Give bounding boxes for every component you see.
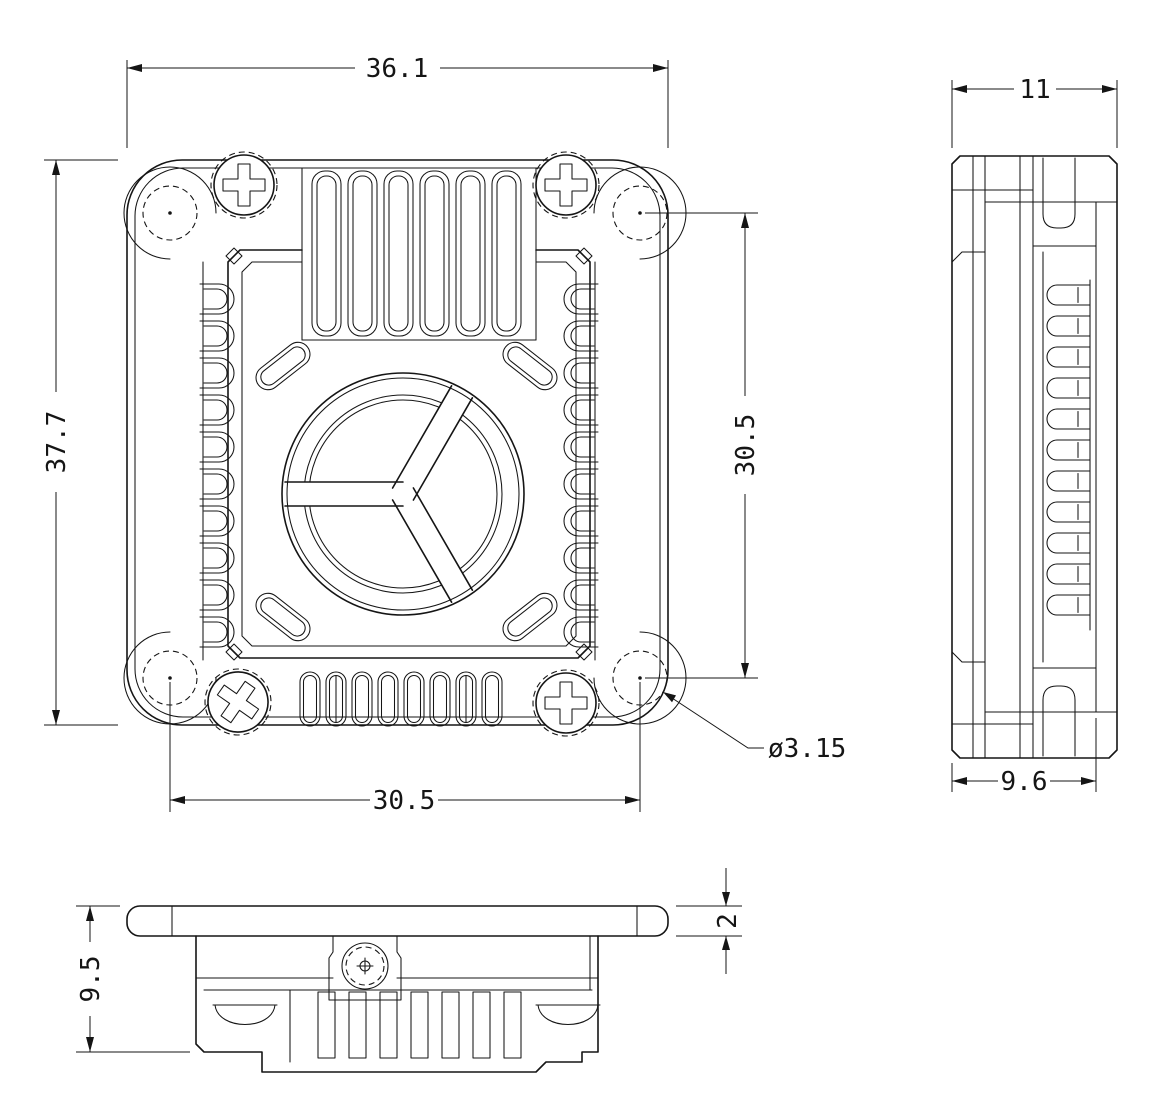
foot-right [535, 1004, 601, 1025]
bottom-body-outline [195, 935, 599, 1073]
side-fins [1046, 284, 1091, 616]
mounting-hole-top-left [142, 185, 198, 241]
diagonal-slot-top-left [250, 336, 316, 396]
dimension-overall-depth: 11 [951, 75, 1118, 148]
diagonal-slot-bottom-left [250, 587, 316, 647]
top-vent-slots [311, 170, 522, 337]
right-fins [563, 283, 599, 648]
center-plate-inner [241, 261, 577, 647]
dimension-flange-thickness: 2 [676, 868, 743, 974]
side-outline [951, 155, 1118, 759]
dimension-overall-height: 37.7 [42, 159, 118, 726]
lobe-arc-bottom-left [123, 631, 217, 725]
body-outline [126, 159, 669, 726]
diagonal-slot-top-right [497, 336, 563, 396]
center-plate-outline [227, 249, 591, 659]
dim-bottom-height: 9.5 [76, 956, 106, 1003]
screw-boss-top [1042, 157, 1076, 229]
phillips-screw-top-left [210, 151, 278, 219]
dimension-hole-diameter: ø3.15 [663, 692, 846, 764]
dim-hole-diameter: ø3.15 [768, 734, 846, 764]
dim-body-depth: 9.6 [1001, 767, 1048, 797]
flange-outline [126, 905, 669, 937]
bottom-view [126, 905, 669, 1073]
side-view [951, 155, 1118, 759]
phillips-screw-bottom-left [191, 655, 285, 749]
bottom-fin-comb [317, 991, 522, 1059]
left-fins [199, 283, 235, 648]
lobe-arc-bottom-right [593, 631, 687, 725]
dimension-overall-width: 36.1 [126, 54, 669, 148]
dim-hole-pitch-horizontal: 30.5 [373, 786, 436, 816]
dim-hole-pitch-vertical: 30.5 [731, 414, 761, 477]
dim-overall-depth: 11 [1019, 75, 1050, 105]
dimension-bottom-height: 9.5 [76, 905, 190, 1053]
dimension-hole-pitch-horizontal: 30.5 [169, 682, 641, 816]
dim-overall-height: 37.7 [42, 411, 72, 474]
dimension-hole-pitch-vertical: 30.5 [645, 212, 761, 679]
coax-connector [328, 935, 402, 1001]
lobe-arc-top-left [123, 166, 217, 260]
screw-boss-bottom [1042, 685, 1076, 757]
diagonal-slot-bottom-right [497, 587, 563, 647]
lobe-arc-top-right [593, 166, 687, 260]
fan-guard [281, 372, 525, 616]
phillips-screw-top-right [532, 151, 600, 219]
dim-overall-width: 36.1 [366, 54, 429, 84]
bottom-vent-slots [299, 671, 503, 727]
top-vent-recess [301, 167, 537, 341]
foot-left [212, 1004, 278, 1025]
dimension-body-depth: 9.6 [951, 718, 1097, 797]
front-view [123, 151, 687, 749]
dim-flange-thickness: 2 [713, 913, 743, 929]
phillips-screw-bottom-right [532, 669, 600, 737]
